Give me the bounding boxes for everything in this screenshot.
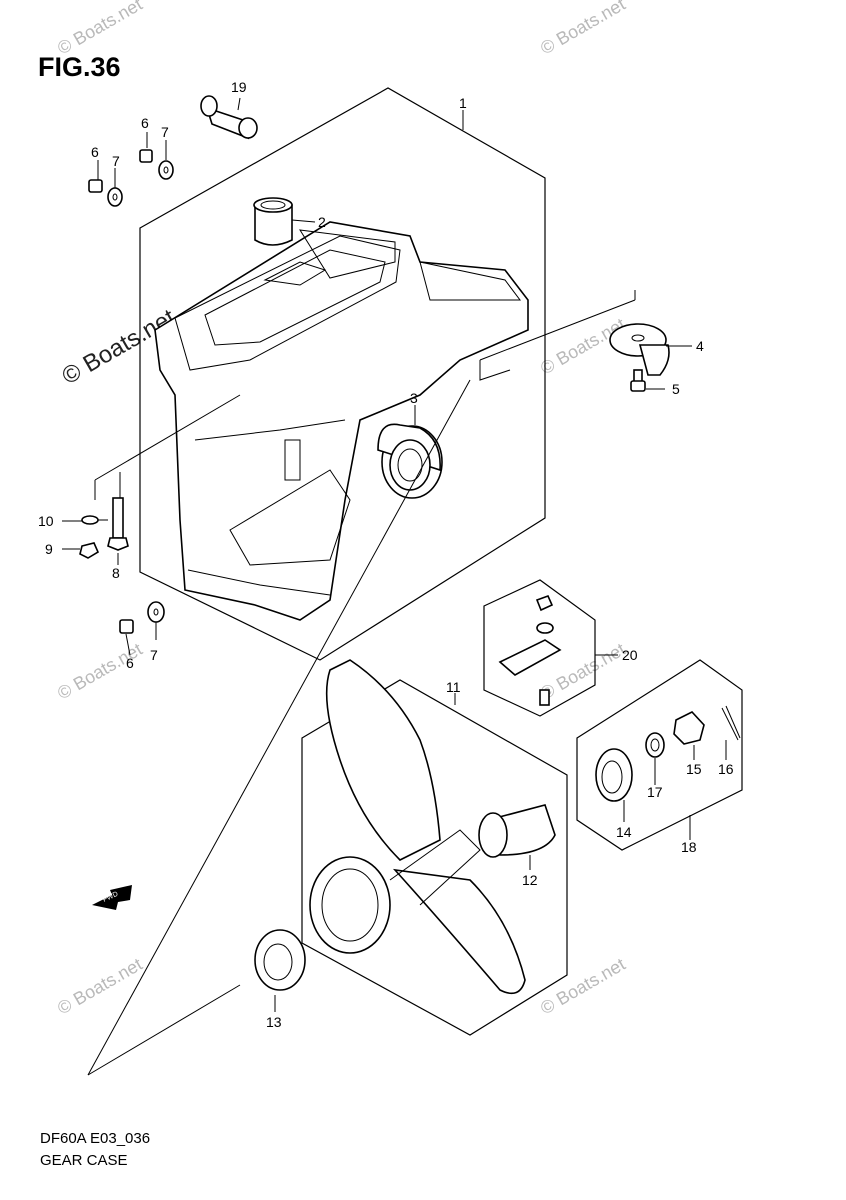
callout-1: 1: [459, 95, 467, 111]
callout-2: 2: [318, 214, 326, 230]
callout-6-top: 6: [141, 115, 149, 131]
callout-16: 16: [718, 761, 734, 777]
figure-title: FIG.36: [38, 52, 121, 82]
callout-17: 17: [647, 784, 663, 800]
callout-5: 5: [672, 381, 680, 397]
callout-12: 12: [522, 872, 538, 888]
anode-part-4: [609, 323, 670, 376]
callout-7-lower: 7: [150, 647, 158, 663]
watermark: © Boats.net: [537, 954, 629, 1018]
watermark: © Boats.net: [537, 0, 629, 58]
callout-19: 19: [231, 79, 247, 95]
diagram-code: DF60A E03_036: [40, 1130, 151, 1147]
watermark: © Boats.net: [54, 954, 146, 1018]
callout-7-top: 7: [161, 124, 169, 140]
bearing-part-3: [377, 423, 443, 499]
bolt-part-5: [630, 369, 646, 392]
kit-parts-18: [595, 705, 741, 802]
watermark: © Boats.net: [54, 639, 146, 703]
kit-frame-18: [576, 659, 743, 851]
callout-labels: 1 2 3 4 5 6 7 6 7 8 9 10 6 7 11 12 13 14…: [38, 79, 734, 1030]
callout-13: 13: [266, 1014, 282, 1030]
callout-6-lower: 6: [126, 655, 134, 671]
gear-case-housing: [154, 221, 529, 621]
diagram-name: GEAR CASE: [40, 1152, 128, 1169]
bolt-part-8: [107, 497, 129, 551]
callout-11: 11: [446, 679, 461, 695]
callout-20: 20: [622, 647, 638, 663]
fwd-arrow-icon: FWD: [92, 885, 132, 910]
callout-14: 14: [616, 824, 632, 840]
callout-8: 8: [112, 565, 120, 581]
bearing-part-13: [254, 929, 306, 991]
callout-18: 18: [681, 839, 697, 855]
kit-parts-20: [498, 594, 562, 706]
bolt-washer-lower: [119, 601, 165, 634]
bushing-part-2: [253, 197, 293, 246]
bolt-washer-top: [88, 149, 174, 207]
callout-10: 10: [38, 513, 54, 529]
callout-6-mid: 6: [91, 144, 99, 160]
watermark: © Boats.net: [54, 0, 146, 58]
leader-lines: [62, 97, 727, 1076]
kit-frame-20: [483, 579, 596, 717]
callout-7-mid: 7: [112, 153, 120, 169]
callout-4: 4: [696, 338, 704, 354]
propeller-frame-11: [301, 679, 568, 1036]
nut-part-9: [79, 542, 100, 559]
callout-3: 3: [410, 390, 418, 406]
callout-9: 9: [45, 541, 53, 557]
thrust-piece-part-12: [478, 804, 556, 858]
washer-part-10: [81, 515, 99, 525]
gear-case-assembly-frame: [139, 87, 546, 661]
propeller-part-11: [309, 659, 526, 995]
fitting-part-19: [200, 95, 258, 140]
callout-15: 15: [686, 761, 702, 777]
